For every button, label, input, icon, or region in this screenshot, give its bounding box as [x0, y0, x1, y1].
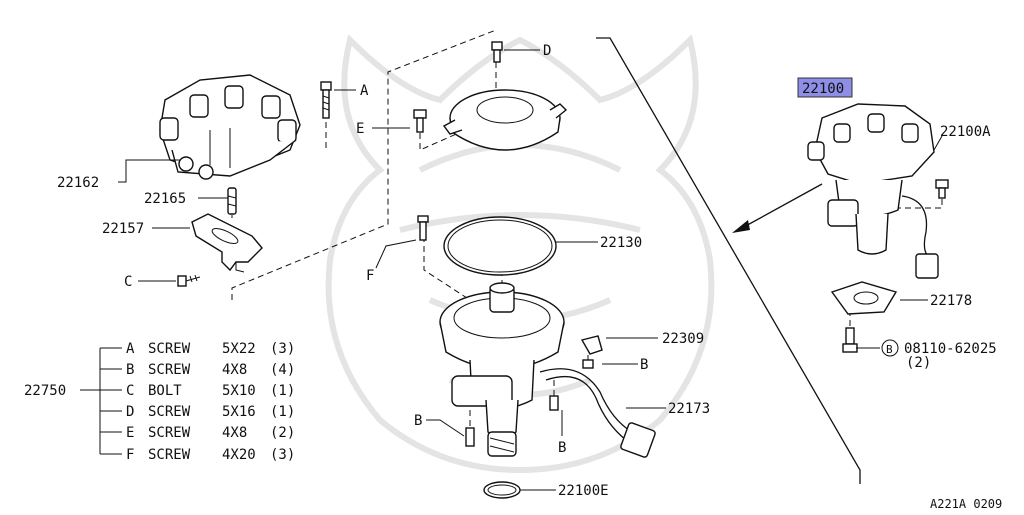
kit-size: 5X22 [222, 341, 256, 357]
part-label-bolt[interactable]: 08110-62025 [904, 341, 997, 357]
kit-letter: E [126, 425, 134, 441]
main-part-highlight [797, 77, 853, 98]
kit-letter: C [126, 383, 134, 399]
kit-qty: (3) [270, 341, 295, 357]
kit-size: 4X20 [222, 447, 256, 463]
part-label-harness[interactable]: 22173 [668, 401, 710, 417]
kit-name: BOLT [148, 383, 182, 399]
part-label-bracket[interactable]: 22309 [662, 331, 704, 347]
kit-letter: D [126, 404, 134, 420]
bracket-drawing[interactable] [580, 335, 603, 355]
kit-letter: F [126, 447, 134, 463]
bolt-08110-drawing[interactable] [842, 327, 858, 353]
screw-b-drawings[interactable] [465, 359, 594, 447]
callout-b-3: B [558, 440, 566, 456]
bolt-circle-icon [881, 339, 899, 357]
part-label-o-ring[interactable]: 22100E [558, 483, 609, 499]
kit-letter: B [126, 362, 134, 378]
screw-d-drawing[interactable] [491, 41, 503, 63]
seal-ring-drawing[interactable] [443, 216, 557, 276]
kit-name: SCREW [148, 404, 191, 420]
kit-size: 5X16 [222, 404, 256, 420]
kit-qty: (2) [270, 425, 295, 441]
part-label-gasket[interactable]: 22178 [930, 293, 972, 309]
kit-size: 4X8 [222, 425, 247, 441]
kit-letter: A [126, 341, 135, 357]
screw-kit-list: A SCREW 5X22 (3) B SCREW 4X8 (4) C BOLT … [126, 341, 295, 463]
callout-c: C [124, 274, 132, 290]
shield-cover-drawing[interactable] [442, 89, 568, 151]
gasket-drawing[interactable] [830, 281, 898, 315]
section-divider [596, 37, 861, 484]
kit-qty: (1) [270, 404, 295, 420]
callout-e: E [356, 121, 364, 137]
part-label-main-screw[interactable]: 22100A [940, 124, 991, 140]
kit-size: 5X10 [222, 383, 256, 399]
part-label-cap-screw[interactable]: 22165 [144, 191, 186, 207]
part-label-rotor[interactable]: 22157 [102, 221, 144, 237]
kit-qty: (4) [270, 362, 295, 378]
distributor-body-drawing[interactable] [439, 282, 656, 458]
kit-name: SCREW [148, 447, 191, 463]
figure-code: A221A 0209 [930, 497, 1002, 511]
distributor-assembly-drawing[interactable] [807, 103, 939, 279]
assembly-arrow [732, 183, 823, 233]
distributor-cap-drawing[interactable] [159, 74, 301, 180]
cap-screw-drawing[interactable] [227, 187, 237, 215]
screw-22100a-drawing[interactable] [935, 179, 949, 199]
kit-qty: (1) [270, 383, 295, 399]
part-label-cap[interactable]: 22162 [57, 175, 99, 191]
kit-name: SCREW [148, 362, 191, 378]
rotor-drawing[interactable] [191, 213, 263, 273]
screw-e-drawing[interactable] [413, 109, 427, 133]
bolt-c-drawing[interactable] [177, 274, 201, 287]
label-leaders [80, 49, 943, 491]
callout-d: D [543, 43, 551, 59]
part-label-screw-kit[interactable]: 22750 [24, 383, 66, 399]
o-ring-drawing[interactable] [483, 481, 521, 499]
screw-f-drawing[interactable] [417, 215, 429, 241]
callout-b-2: B [414, 413, 422, 429]
kit-name: SCREW [148, 341, 191, 357]
bolt-circle-letter: B [886, 343, 893, 356]
callout-b-1: B [640, 357, 648, 373]
dashed-leaders [231, 29, 943, 428]
screw-a-drawing[interactable] [320, 81, 332, 119]
callout-a: A [360, 83, 369, 99]
main-part-label[interactable]: 22100 [802, 81, 844, 97]
part-label-seal[interactable]: 22130 [600, 235, 642, 251]
kit-name: SCREW [148, 425, 191, 441]
kit-qty: (3) [270, 447, 295, 463]
kit-size: 4X8 [222, 362, 247, 378]
callout-f: F [366, 268, 374, 284]
part-label-bolt-qty: (2) [906, 355, 931, 371]
